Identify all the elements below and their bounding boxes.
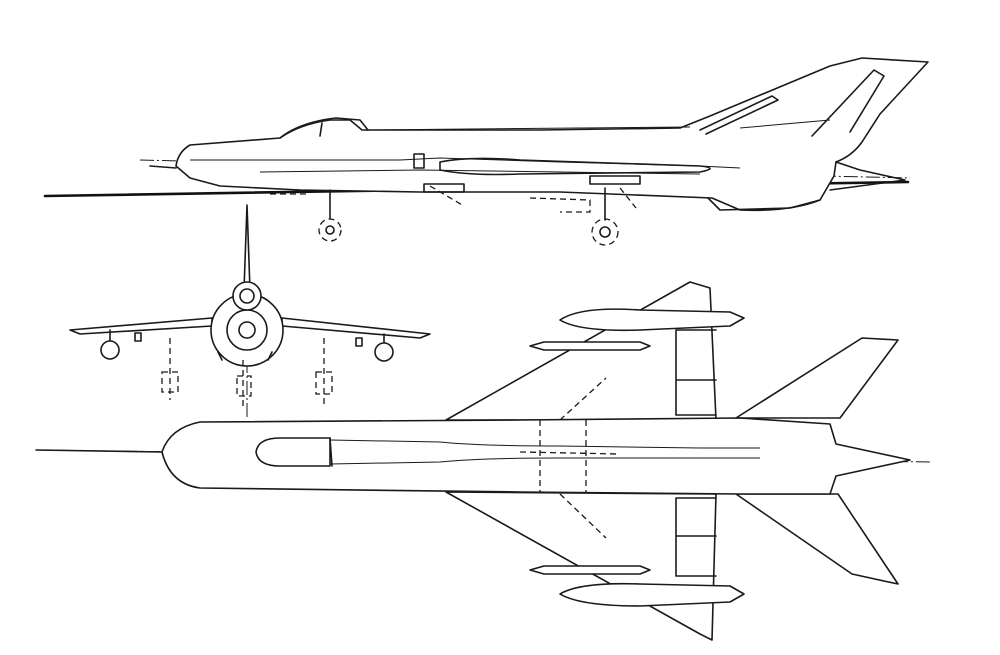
top-view	[35, 281, 931, 641]
top-spine	[329, 457, 760, 465]
side-ventral-fin	[707, 197, 821, 211]
top-missile-lower	[529, 565, 651, 575]
side-canopy-frame	[319, 122, 323, 137]
front-view	[69, 204, 431, 418]
side-gear-bay-dashed	[529, 197, 591, 213]
side-spine-line	[361, 126, 691, 131]
top-engine-dashed	[519, 451, 621, 455]
side-nose-gear	[318, 189, 342, 242]
front-drop-tank-left	[100, 340, 120, 360]
side-fin-root	[739, 119, 831, 129]
top-flap-upper	[675, 329, 717, 416]
side-fuselage	[175, 57, 929, 212]
side-main-gear	[591, 187, 619, 246]
side-canopy	[279, 117, 369, 139]
front-wing-right	[281, 317, 431, 339]
side-pylon	[589, 175, 641, 185]
front-canopy	[232, 281, 262, 311]
top-missile-upper	[529, 341, 651, 351]
top-stabilizer-lower	[735, 493, 899, 585]
front-nose-cone	[238, 321, 256, 339]
front-vertical-fin	[243, 204, 251, 291]
top-spine	[329, 439, 760, 449]
side-view	[43, 57, 929, 246]
top-canopy-frame	[329, 437, 333, 467]
top-drop-tank-upper	[559, 308, 745, 332]
front-gear-left	[161, 338, 179, 400]
front-missile-left	[134, 332, 142, 342]
side-fin-rudder	[811, 69, 885, 137]
side-pylon	[423, 183, 465, 193]
side-nose-wheel	[318, 218, 342, 242]
side-fin-fence	[699, 95, 779, 135]
side-panel-marker	[413, 153, 425, 169]
top-fuselage	[161, 417, 911, 495]
top-wing-spar-dashed	[559, 377, 607, 421]
side-underwing-store	[439, 157, 711, 176]
side-main-wheel	[591, 218, 619, 246]
front-gear-nose	[236, 360, 252, 410]
top-gear-bay	[539, 420, 587, 492]
top-pitot-probe	[35, 449, 163, 453]
front-wing-left	[69, 317, 213, 335]
front-drop-tank-right	[374, 342, 394, 362]
top-wing-spar-dashed	[559, 493, 607, 539]
front-gear-wheels	[217, 351, 273, 361]
front-missile-right	[355, 337, 363, 347]
side-gear-strut-dashed	[619, 187, 637, 209]
top-canopy	[255, 437, 331, 467]
side-gear-strut-dashed	[429, 185, 465, 207]
top-drop-tank-lower	[559, 582, 745, 607]
top-stabilizer-upper	[735, 337, 899, 419]
top-flap-lower	[675, 497, 717, 577]
side-tailcone	[829, 161, 906, 191]
front-canopy-inner	[239, 288, 255, 304]
front-gear-right	[315, 338, 333, 404]
side-pitot-probe	[149, 165, 177, 169]
